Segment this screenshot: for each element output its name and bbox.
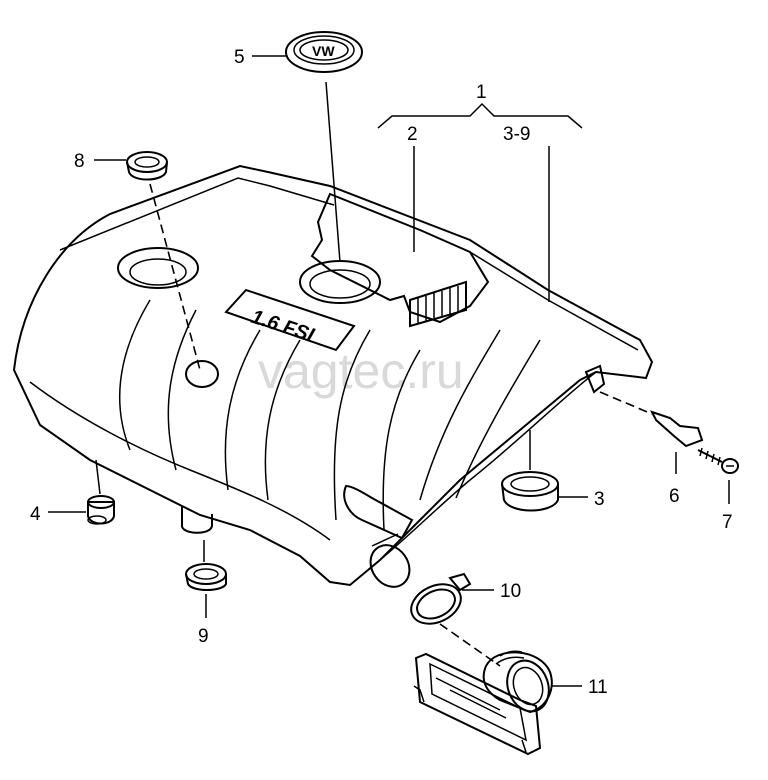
part-9-grommet (185, 540, 227, 618)
callout-3: 3 (594, 489, 605, 510)
callout-6: 6 (669, 486, 680, 507)
callout-2: 2 (407, 124, 418, 145)
callout-3-9: 3-9 (503, 124, 530, 145)
callout-4: 4 (30, 504, 41, 525)
watermark: vagtec.ru (258, 343, 464, 399)
callout-bracket (377, 102, 583, 302)
callout-9: 9 (198, 626, 209, 647)
part-6-stud (599, 391, 704, 474)
callout-5: 5 (234, 47, 245, 68)
part-4-grommet (87, 459, 115, 525)
badge-text: 1.6 FSI (248, 306, 317, 347)
part-10-clamp (410, 572, 501, 667)
engine-badge: 1.6 FSI (224, 288, 356, 352)
hatching (417, 286, 459, 323)
part-11-intake-duct (413, 650, 582, 756)
callout-7: 7 (722, 512, 733, 533)
callout-11: 11 (588, 677, 608, 698)
part-3-grommet (501, 430, 559, 512)
callout-1: 1 (476, 82, 487, 103)
part-8-grommet (126, 151, 201, 371)
part-7-screw (697, 447, 739, 504)
vw-logo-icon: VW (312, 43, 335, 59)
part-5-logo: VW (285, 31, 363, 263)
callout-8: 8 (74, 151, 85, 172)
callout-10: 10 (500, 581, 521, 602)
